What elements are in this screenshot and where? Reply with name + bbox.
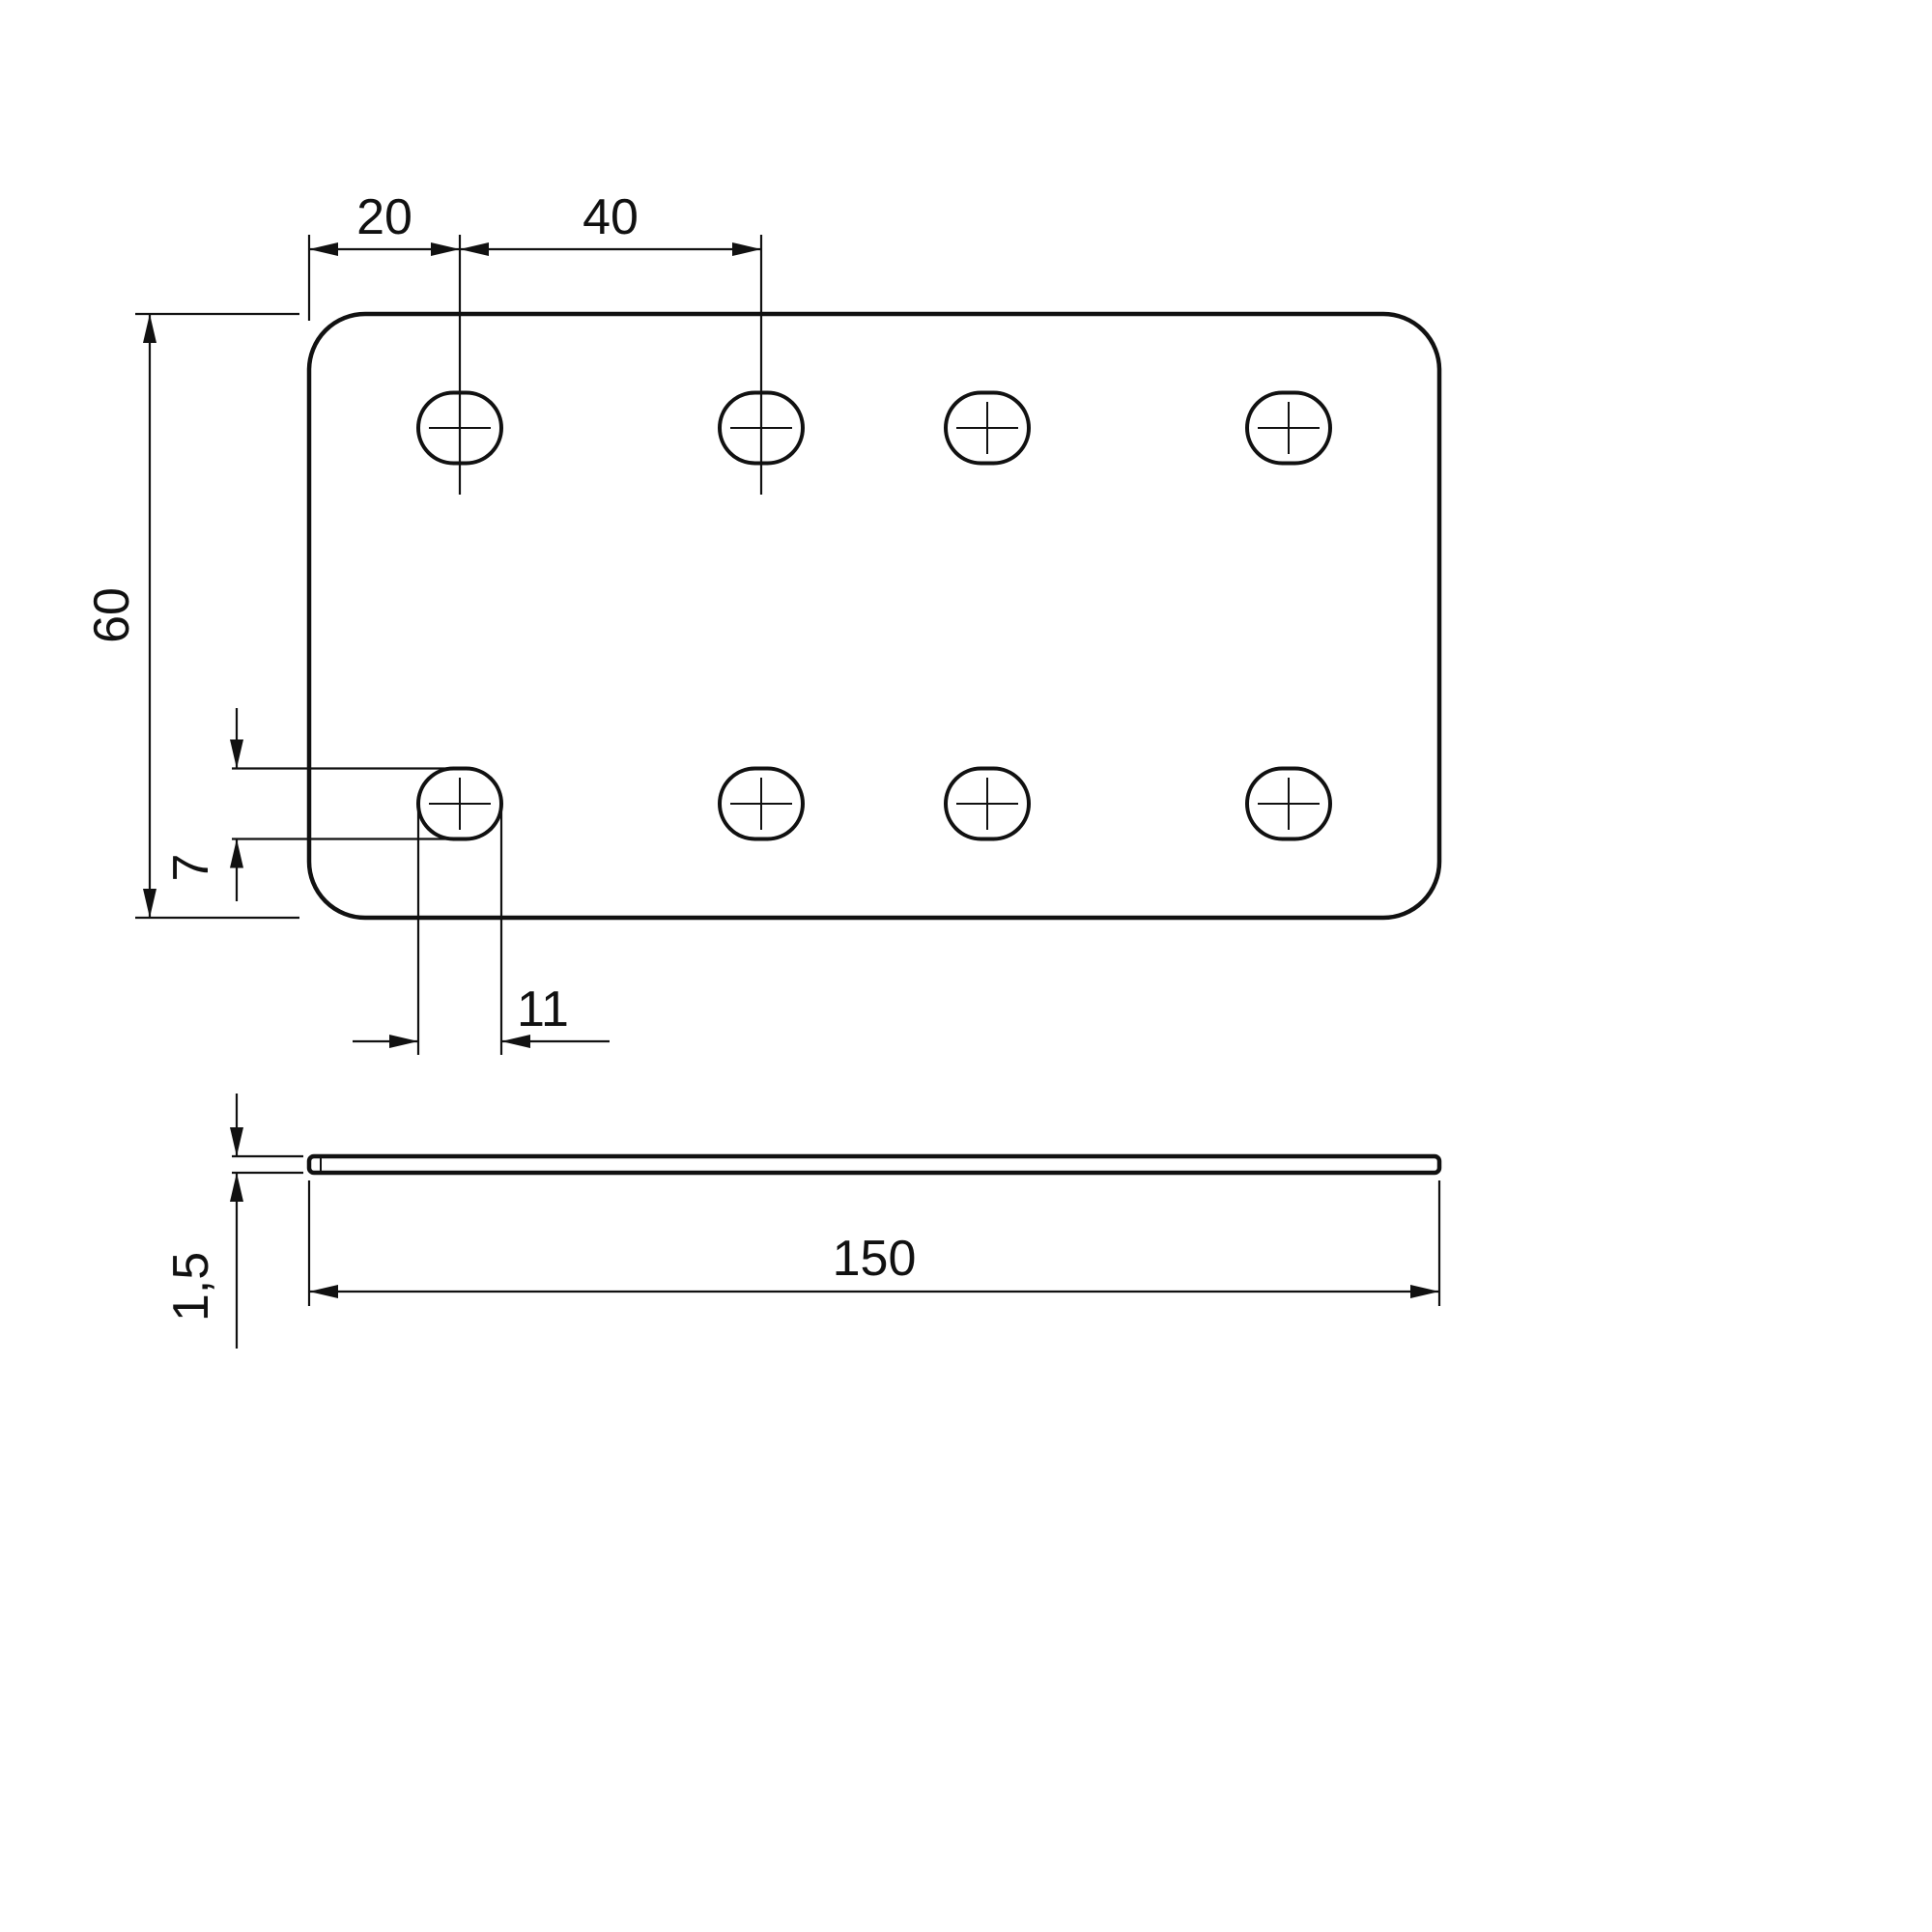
arrowhead [431, 242, 460, 256]
arrowhead [501, 1035, 530, 1048]
dim-label-60: 60 [84, 587, 140, 643]
arrowhead [143, 889, 156, 918]
arrowhead [460, 242, 489, 256]
plate-top-view [306, 311, 1442, 921]
slot-holes [416, 390, 1332, 841]
arrowhead [230, 739, 243, 769]
plate-side-view-outline [306, 1153, 1442, 1176]
dim-label-150: 150 [833, 1231, 917, 1287]
dim-label-11: 11 [517, 981, 569, 1037]
dim-label-1-5: 1,5 [163, 1252, 219, 1321]
arrowhead [732, 242, 761, 256]
arrowhead [230, 1127, 243, 1156]
slot-hole-r1c4 [1245, 390, 1332, 466]
arrowhead [1410, 1285, 1439, 1298]
arrowhead [230, 838, 243, 868]
dim-label-7: 7 [163, 854, 219, 882]
slot-hole-r2c3 [944, 766, 1031, 841]
dimension-150: 150 [307, 1180, 1441, 1306]
arrowhead [230, 1173, 243, 1202]
arrowhead [389, 1035, 418, 1048]
dim-label-40: 40 [582, 189, 639, 245]
arrowhead [309, 1285, 338, 1298]
dimension-20-40: 20 40 [307, 189, 763, 495]
slot-hole-r2c4 [1245, 766, 1332, 841]
slot-hole-r2c2 [718, 766, 805, 841]
dim-label-20: 20 [356, 189, 412, 245]
dimension-7: 7 [163, 708, 454, 901]
slot-hole-r1c3 [944, 390, 1031, 466]
dimension-1-5: 1,5 [163, 1094, 303, 1349]
dimension-60: 60 [84, 312, 299, 920]
plate-side-view [306, 1153, 1442, 1176]
slot-hole-r2c1 [416, 766, 503, 841]
plate-top-view-outline [306, 311, 1442, 921]
arrowhead [143, 314, 156, 343]
arrowhead [309, 242, 338, 256]
dimension-11: 11 [353, 811, 610, 1055]
